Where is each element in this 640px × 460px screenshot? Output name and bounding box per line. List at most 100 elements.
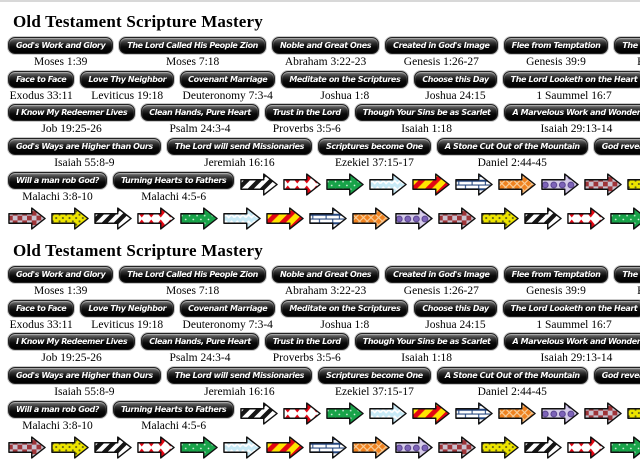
scripture-reference: Genesis 39:9 [526, 56, 586, 68]
scripture-button[interactable]: God's Ways are Higher than Ours [8, 367, 161, 385]
scripture-reference: Daniel 2:44-45 [477, 156, 547, 169]
scripture-button[interactable]: Turning Hearts to Fathers [113, 400, 235, 418]
checker-darkred-arrow-icon [584, 172, 623, 197]
scripture-reference: Isaiah 55:8-9 [54, 156, 115, 169]
scripture-reference: Isaiah 1:18 [401, 123, 453, 136]
dots-yellow-arrow-icon [627, 172, 640, 197]
diamonds-red-arrow-icon [567, 435, 605, 460]
scripture-button[interactable]: God's Ways are Higher than Ours [8, 137, 161, 155]
dots-yellow-arrow-icon [481, 206, 519, 231]
lattice-orange-arrow-icon [498, 172, 537, 197]
stripes-bw-arrow-icon [94, 435, 132, 460]
scripture-button[interactable]: Clean Hands, Pure Heart [141, 104, 259, 122]
scripture-button[interactable]: Though Your Sins be as Scarlet [354, 333, 499, 351]
scripture-button[interactable]: I Know My Redeemer Lives [8, 333, 136, 351]
scripture-button[interactable]: God reveals secrets to prophets [593, 137, 640, 155]
scripture-button[interactable]: God reveals secrets to prophets [593, 367, 640, 385]
scripture-button[interactable]: Scriptures become One [318, 137, 431, 155]
scripture-button[interactable]: I Know My Redeemer Lives [8, 104, 136, 122]
scripture-button[interactable]: The Ten Commandments [614, 266, 640, 284]
scripture-button[interactable]: Flee from Temptation [503, 266, 609, 284]
scripture-button[interactable]: Turning Hearts to Fathers [113, 171, 235, 189]
scripture-button[interactable]: Created in God's Image [385, 37, 498, 54]
scripture-button[interactable]: A Stone Cut Out of the Mountain [436, 367, 588, 385]
inline-arrow-strip [240, 172, 640, 197]
dots-yellow-arrow-icon [51, 206, 89, 231]
scripture-reference: Malachi 3:8-10 [22, 419, 93, 432]
scripture-reference: Joshua 24:15 [425, 89, 486, 102]
scripture-row-5: Will a man rob God?Malachi 3:8-10 Turning… [8, 400, 640, 433]
scripture-button[interactable]: God's Work and Glory [8, 266, 114, 284]
scripture-button[interactable]: Noble and Great Ones [271, 266, 380, 284]
scripture-reference: Genesis 39:9 [526, 285, 586, 298]
scripture-reference: Joshua 1:8 [320, 318, 370, 331]
scripture-cell: Will a man rob God?Malachi 3:8-10 [8, 171, 108, 204]
scripture-button[interactable]: Covenant Marriage [180, 299, 276, 317]
scripture-button[interactable]: Trust in the Lord [264, 333, 349, 351]
dots-yellow-arrow-icon [481, 435, 519, 460]
green-dots-arrow-icon [326, 172, 365, 197]
stripes-yr-arrow-icon [412, 401, 451, 426]
scripture-button[interactable]: The Lord Looketh on the Heart [502, 299, 640, 317]
brick-blue-arrow-icon [455, 172, 494, 197]
scripture-button[interactable]: Scriptures become One [318, 367, 431, 385]
scripture-button[interactable]: Flee from Temptation [503, 37, 609, 54]
scripture-button[interactable]: A Marvelous Work and Wonder [504, 104, 640, 122]
green-dots-arrow-icon [610, 206, 640, 231]
diamonds-red-arrow-icon [137, 206, 175, 231]
scripture-button[interactable]: Noble and Great Ones [271, 37, 380, 54]
scripture-cell: The Ten CommandmentsExodus 20:3-17 [614, 266, 640, 298]
scripture-button[interactable]: Love Thy Neighbor [80, 70, 175, 88]
scripture-button[interactable]: Covenant Marriage [180, 70, 276, 88]
scripture-button[interactable]: The Ten Commandments [614, 37, 640, 54]
stripes-bw-arrow-icon [94, 206, 132, 231]
lattice-orange-arrow-icon [352, 206, 390, 231]
scripture-reference: Malachi 3:8-10 [22, 190, 93, 203]
scripture-button[interactable]: A Stone Cut Out of the Mountain [436, 137, 588, 155]
scripture-button[interactable]: The Lord will send Missionaries [166, 367, 313, 385]
scripture-button[interactable]: Choose this Day [414, 70, 497, 88]
scripture-button[interactable]: Face to Face [8, 299, 75, 317]
scripture-button[interactable]: God's Work and Glory [8, 37, 114, 54]
scripture-button[interactable]: Meditate on the Scriptures [281, 70, 409, 88]
scripture-reference: Leviticus 19:18 [91, 318, 164, 331]
scripture-button[interactable]: The Lord Called His People Zion [119, 266, 266, 284]
scripture-button[interactable]: The Lord Called His People Zion [119, 37, 266, 54]
scripture-button[interactable]: Will a man rob God? [8, 400, 108, 418]
inline-arrow-strip [240, 401, 640, 426]
scripture-reference: 1 Saummel 16:7 [536, 318, 612, 331]
scripture-button[interactable]: Created in God's Image [385, 266, 498, 284]
scripture-button[interactable]: Trust in the Lord [264, 104, 349, 122]
brick-blue-arrow-icon [455, 401, 494, 426]
scripture-reference: Joshua 24:15 [425, 318, 486, 331]
scripture-cell: God reveals secrets to prophetsAmos 3:7 [593, 137, 640, 170]
scripture-button[interactable]: The Lord Looketh on the Heart [502, 70, 640, 88]
scripture-button[interactable]: A Marvelous Work and Wonder [504, 333, 640, 351]
waves-blue-arrow-icon [223, 435, 261, 460]
scripture-button[interactable]: Meditate on the Scriptures [281, 299, 409, 317]
scripture-button[interactable]: Though Your Sins be as Scarlet [354, 104, 499, 122]
scripture-button[interactable]: Love Thy Neighbor [80, 299, 175, 317]
scripture-button[interactable]: Will a man rob God? [8, 171, 108, 189]
scripture-row-5: Will a man rob God?Malachi 3:8-10 Turning… [8, 171, 640, 204]
scripture-button[interactable]: Face to Face [8, 70, 75, 88]
scripture-button[interactable]: The Lord will send Missionaries [166, 137, 313, 155]
scripture-button[interactable]: Choose this Day [414, 299, 497, 317]
scripture-button[interactable]: Clean Hands, Pure Heart [141, 333, 259, 351]
scripture-reference: Exodus 33:11 [9, 318, 73, 331]
